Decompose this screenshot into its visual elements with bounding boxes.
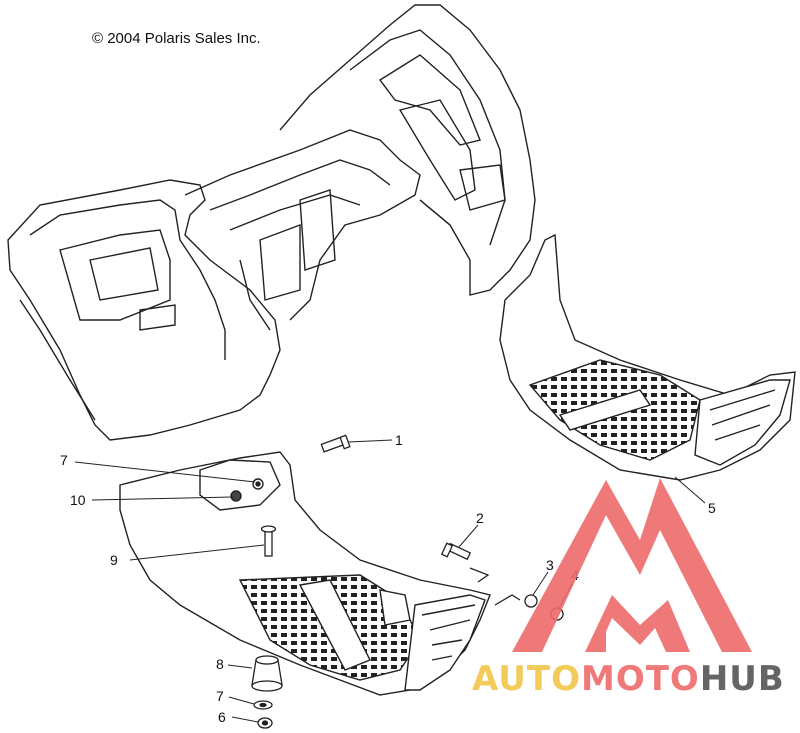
callout-7-upper: 7 — [60, 452, 68, 468]
callout-2: 2 — [476, 510, 484, 526]
bolt-part-9 — [260, 525, 277, 557]
watermark-logo: AUTOMOTOHUB — [472, 478, 785, 699]
callout-3: 3 — [546, 557, 554, 573]
copyright-notice: © 2004 Polaris Sales Inc. — [92, 30, 261, 47]
bolt-part-1 — [320, 434, 351, 453]
callout-6: 6 — [218, 709, 226, 725]
washer-part-7 — [253, 700, 273, 710]
callout-9: 9 — [110, 552, 118, 568]
callout-8: 8 — [216, 656, 224, 672]
bumper-part-8 — [251, 655, 283, 692]
bracket-right — [494, 594, 521, 606]
nut-part-6 — [257, 717, 273, 729]
left-footwell — [119, 451, 491, 696]
bolt-part-2 — [440, 542, 472, 561]
nut-part-3 — [524, 594, 538, 608]
callout-7-lower: 7 — [216, 688, 224, 704]
watermark-text: AUTOMOTOHUB — [472, 659, 785, 699]
callout-5: 5 — [708, 500, 716, 516]
watermark-part-moto: MOTO — [581, 659, 700, 699]
bracket — [469, 567, 490, 583]
callout-1: 1 — [395, 432, 403, 448]
watermark-triangle-icon — [512, 478, 752, 652]
watermark-inner-mark — [585, 595, 690, 652]
watermark-part-auto: AUTO — [472, 659, 581, 699]
callout-10: 10 — [70, 492, 86, 508]
fender-body — [7, 4, 536, 441]
right-footwell — [499, 233, 796, 481]
watermark-part-hub: HUB — [700, 659, 785, 699]
